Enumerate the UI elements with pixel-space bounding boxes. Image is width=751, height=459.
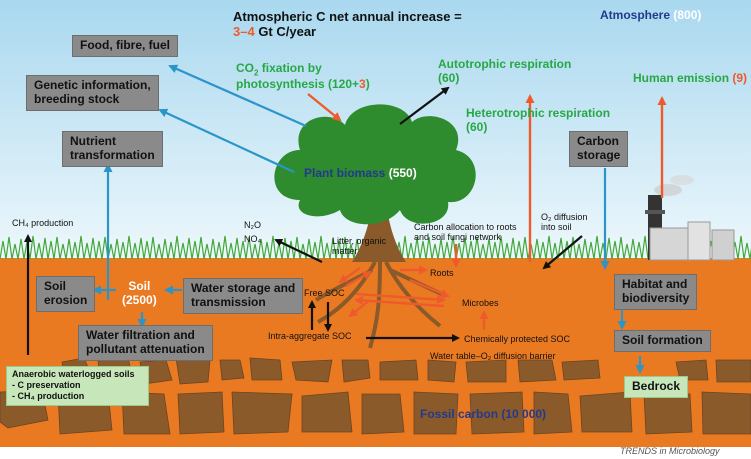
habitat-line-2: biodiversity bbox=[622, 290, 690, 305]
autotrophic-arrow bbox=[399, 86, 450, 125]
co2-fixation-arrow bbox=[307, 93, 342, 122]
human-emission-label: Human emission (9) bbox=[633, 71, 748, 86]
nutrient-line-1: Nutrient bbox=[70, 134, 116, 148]
heterotrophic-respiration-label: Heterotrophic respiration(60) bbox=[466, 106, 611, 135]
heterotrophic-line-2: (60) bbox=[466, 119, 488, 134]
footer-strip bbox=[0, 447, 751, 459]
tree-illustration bbox=[274, 104, 476, 349]
co2-fixation-text: fixation by bbox=[258, 61, 322, 75]
litter-line-1: Litter, organic bbox=[332, 236, 387, 246]
soil-pool-name: Soil bbox=[128, 279, 151, 293]
grass bbox=[0, 235, 751, 260]
erosion-line-1: Soil bbox=[44, 279, 67, 293]
photosynthesis-text: photosynthesis (120+ bbox=[236, 77, 360, 91]
co2-c: CO bbox=[236, 61, 254, 75]
ch4-production-label: CH₄ production bbox=[12, 218, 74, 228]
heterotrophic-line-1: Heterotrophic respiration bbox=[466, 106, 611, 120]
allocation-line-1: Carbon allocation to roots bbox=[414, 222, 517, 232]
arrow-to-genetic bbox=[158, 108, 295, 173]
anaerobic-title: Anaerobic waterlogged soils bbox=[12, 369, 135, 379]
autotrophic-line-1: Autotrophic respiration bbox=[438, 57, 572, 71]
photosynthesis-close: ) bbox=[365, 77, 370, 91]
net-increase-value: 3–4 Gt C/year bbox=[233, 24, 317, 40]
litter-free-soc-arrow bbox=[338, 267, 361, 284]
co2-fixation-label: CO2 fixation by bbox=[236, 61, 322, 78]
genetic-line-2: breeding stock bbox=[34, 91, 120, 106]
food-fibre-fuel-box: Food, fibre, fuel bbox=[72, 35, 178, 57]
filtration-line-1: Water filtration and bbox=[86, 328, 195, 342]
plant-biomass-value: (550) bbox=[388, 166, 417, 180]
free-soc-label: Free SOC bbox=[304, 288, 345, 298]
carbon-line-1: Carbon bbox=[577, 134, 619, 148]
journal-credit: TRENDS in Microbiology bbox=[620, 446, 720, 456]
human-emission-text: Human emission bbox=[633, 71, 733, 85]
soil-pool-value: (2500) bbox=[122, 292, 157, 307]
soil-formation-box: Soil formation bbox=[614, 330, 711, 352]
o2-diffusion-arrow bbox=[542, 235, 583, 270]
free-soc-up-arrow bbox=[345, 270, 372, 288]
root-soc-arrow bbox=[348, 299, 371, 318]
free-soc-microbes-arrow bbox=[355, 292, 446, 305]
water-storage-line-1: Water storage and bbox=[191, 281, 296, 295]
water-storage-line-2: transmission bbox=[191, 294, 266, 309]
net-increase-label: Atmospheric C net annual increase = bbox=[233, 9, 462, 24]
anaerobic-item-2: - CH₄ production bbox=[12, 390, 85, 401]
atmosphere-label: Atmosphere (800) bbox=[600, 8, 702, 23]
litter-n2o-arrow bbox=[274, 238, 323, 263]
anaerobic-soils-box: Anaerobic waterlogged soils - C preserva… bbox=[6, 366, 149, 406]
o2-line-1: O₂ diffusion bbox=[541, 212, 588, 222]
co2-fixation-value: photosynthesis (120+3) bbox=[236, 77, 370, 92]
nutrient-line-2: transformation bbox=[70, 147, 155, 162]
plant-biomass-label: Plant biomass (550) bbox=[304, 166, 417, 181]
plant-biomass-name: Plant biomass bbox=[304, 166, 386, 180]
bedrock-box: Bedrock bbox=[624, 376, 689, 398]
genetic-information-box: Genetic information,breeding stock bbox=[26, 75, 159, 111]
microbes-label: Microbes bbox=[462, 298, 499, 308]
soil-pool-label: Soil(2500) bbox=[122, 279, 157, 308]
intra-aggregate-soc-label: Intra-aggregate SOC bbox=[268, 331, 352, 341]
autotrophic-respiration-label: Autotrophic respiration(60) bbox=[438, 57, 572, 86]
anaerobic-item-1: - C preservation bbox=[12, 379, 81, 390]
o2-line-2: into soil bbox=[541, 222, 572, 233]
carbon-line-2: storage bbox=[577, 147, 621, 162]
autotrophic-line-2: (60) bbox=[438, 70, 460, 85]
habitat-line-1: Habitat and bbox=[622, 277, 688, 291]
atmosphere-name: Atmosphere bbox=[600, 8, 671, 22]
chemically-protected-soc-label: Chemically protected SOC bbox=[464, 334, 571, 344]
genetic-line-1: Genetic information, bbox=[34, 78, 151, 92]
erosion-line-2: erosion bbox=[44, 292, 88, 307]
photosynthesis-human-part: 3 bbox=[359, 77, 366, 91]
net-increase-number: 3–4 bbox=[233, 24, 255, 39]
net-increase-unit: Gt C/year bbox=[254, 24, 317, 39]
allocation-line-2: and soil fungi network bbox=[414, 232, 502, 243]
n2o-label: N₂O bbox=[244, 220, 261, 230]
arrow-to-food bbox=[168, 64, 307, 128]
filtration-line-2: pollutant attenuation bbox=[86, 341, 205, 356]
atmosphere-value: (800) bbox=[673, 8, 702, 22]
water-table-label: Water table–O₂ diffusion barrier bbox=[430, 351, 556, 361]
litter-line-2: matter bbox=[332, 246, 358, 257]
no4-label: NO₄ bbox=[244, 234, 262, 244]
co2-subscript: 2 bbox=[254, 68, 259, 78]
fossil-carbon-label: Fossil carbon (10 000) bbox=[420, 407, 547, 421]
human-emission-value: (9) bbox=[732, 71, 748, 85]
roots-microbes-arrow bbox=[409, 278, 450, 298]
roots-label: Roots bbox=[430, 268, 454, 278]
